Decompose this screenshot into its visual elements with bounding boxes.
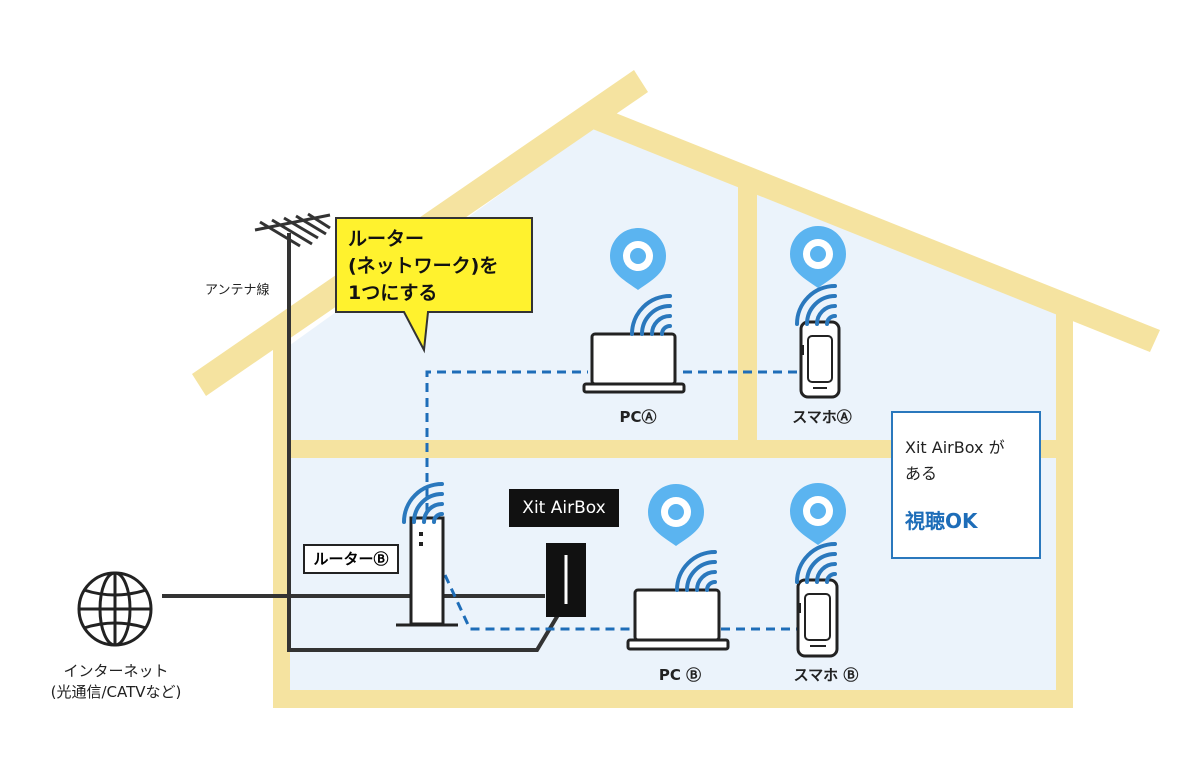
wifi-signal-icon <box>630 294 672 336</box>
internet-label-line1: インターネット <box>63 662 169 680</box>
airbox-device-icon <box>546 543 586 617</box>
floor-middle <box>290 440 1056 458</box>
callout-line2: (ネットワーク)を <box>348 255 499 277</box>
wall-left <box>273 336 290 708</box>
info-box: Xit AirBox が ある 視聴OK <box>891 411 1041 559</box>
router-to-upper-floor <box>425 370 588 512</box>
router-icon <box>396 516 458 627</box>
info-line2: ある <box>905 464 938 483</box>
wifi-signal-icon <box>675 550 717 592</box>
wifi-signal-icon <box>795 542 837 584</box>
airbox-label: Xit AirBox <box>509 489 619 527</box>
laptop-icon <box>626 588 730 651</box>
smartphone-icon <box>799 320 841 399</box>
router-b-label: ルーターⒷ <box>303 544 399 574</box>
antenna-icon <box>254 212 331 248</box>
phone-a-label: スマホⒶ <box>792 408 852 426</box>
callout-line1: ルーター <box>348 228 425 250</box>
internet-label-line2: (光通信/CATVなど) <box>50 683 182 701</box>
info-ok-text: 視聴OK <box>905 509 978 533</box>
antenna-cable <box>287 233 560 652</box>
map-pin-icon <box>790 483 846 545</box>
wifi-signal-icon <box>795 284 837 326</box>
wall-right <box>1056 308 1073 708</box>
pc-b-label: PC Ⓑ <box>658 666 702 684</box>
map-pin-icon <box>648 484 704 546</box>
laptop-icon <box>582 332 686 394</box>
smartphone-icon <box>796 578 839 658</box>
map-pin-icon <box>610 228 666 290</box>
callout-line3: 1つにする <box>348 282 438 304</box>
antenna-label: アンテナ線 <box>205 283 270 298</box>
pc-a-label: PCⒶ <box>619 408 657 426</box>
info-line1: Xit AirBox が <box>905 438 1005 457</box>
callout-bubble <box>335 217 533 354</box>
globe-icon <box>77 571 153 647</box>
map-pin-icon <box>790 226 846 288</box>
network-links <box>425 370 800 631</box>
callout-text: ルーター (ネットワーク)を 1つにする <box>348 226 523 307</box>
wall-partition <box>738 175 757 440</box>
phone-b-label: スマホ Ⓑ <box>793 666 859 684</box>
floor-ground <box>273 690 1073 708</box>
house-interior-right <box>757 188 1058 440</box>
router-to-lower-devices <box>443 574 637 631</box>
roof-right-beam <box>590 106 1160 352</box>
wifi-signal-icon <box>402 482 444 524</box>
